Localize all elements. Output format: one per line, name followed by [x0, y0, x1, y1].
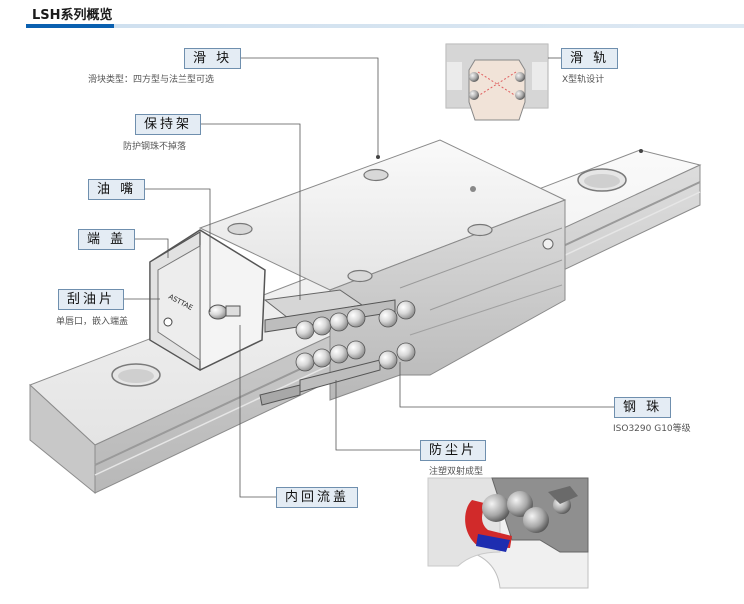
note-retainer: 防护钢珠不掉落	[123, 142, 187, 152]
callout-slider: 滑 块	[184, 48, 242, 69]
note-dust-seal: 注塑双射成型	[429, 467, 484, 477]
page-title: LSH系列概览	[32, 8, 113, 23]
callout-end-cap: 端 盖	[78, 229, 136, 250]
note-steel-ball: ISO3290 G10等级	[613, 424, 691, 434]
header-divider	[26, 24, 744, 28]
leader-lines	[108, 57, 614, 498]
end-cap: ASTTAE	[149, 229, 266, 372]
callout-dust-seal: 防尘片	[420, 440, 487, 461]
callout-retainer: 保持架	[135, 114, 202, 135]
rail-section-inset	[445, 43, 549, 121]
ball-row-upper	[295, 300, 416, 340]
callout-lube-nipple: 油 嘴	[88, 179, 146, 200]
lube-nipple	[208, 304, 241, 320]
callout-rail: 滑 轨	[561, 48, 619, 69]
ball-row-lower	[295, 340, 416, 372]
callout-scraper: 刮油片	[58, 289, 125, 310]
retainer	[259, 289, 396, 406]
dust-seal-inset	[427, 477, 589, 589]
note-slider: 滑块类型：四方型与法兰型可选	[88, 75, 215, 85]
callout-inner-return: 内回流盖	[276, 487, 359, 508]
note-scraper: 单唇口，嵌入端盖	[56, 317, 129, 327]
note-rail: X型轨设计	[562, 75, 605, 85]
callout-steel-ball: 钢 珠	[614, 397, 672, 418]
slider-block	[198, 139, 643, 401]
